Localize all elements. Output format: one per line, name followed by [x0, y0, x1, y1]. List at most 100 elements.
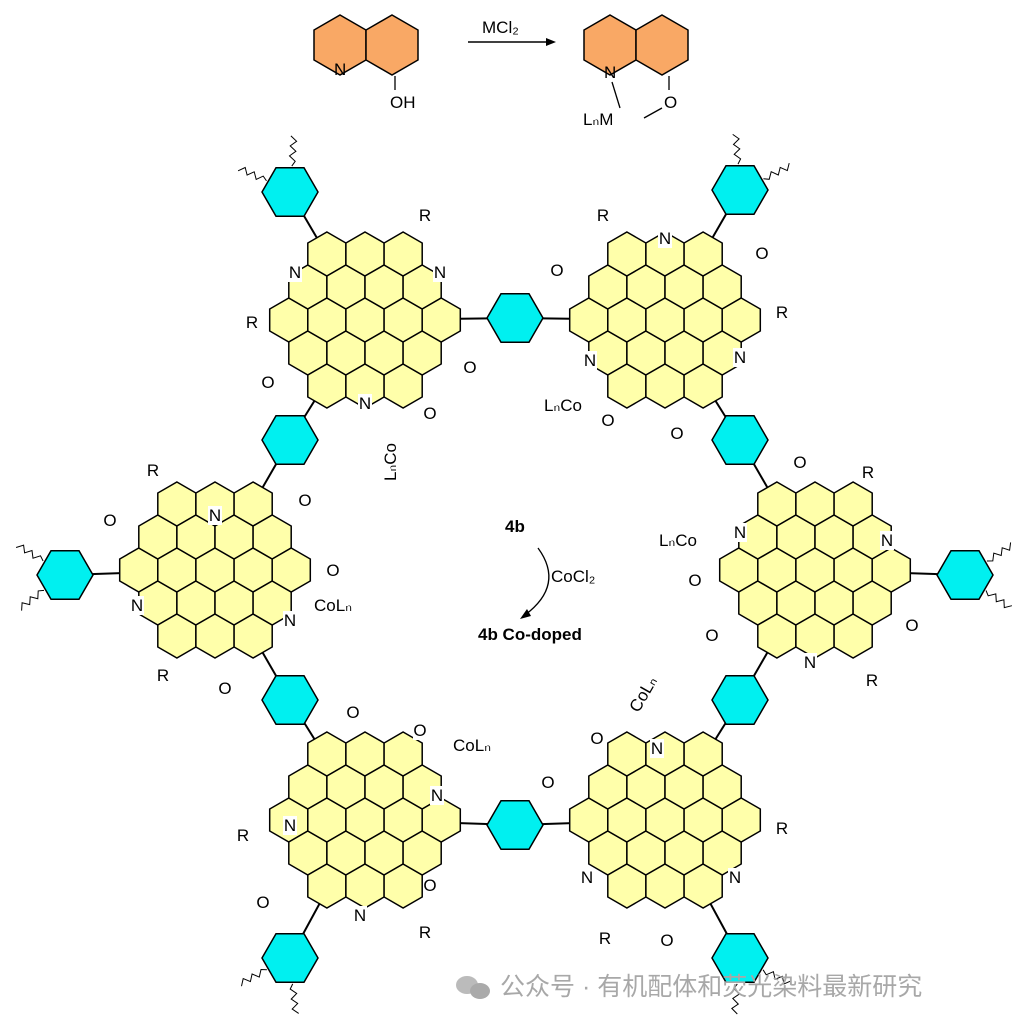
atom-label-nitrogen: N: [659, 229, 671, 248]
reagent-label: MCl₂: [482, 18, 519, 37]
arrow-head-icon: [546, 38, 556, 46]
quinoline-ring: [635, 14, 689, 76]
atom-label-oxygen: O: [218, 679, 231, 698]
watermark-text: 公众号 · 有机配体和荧光染料最新研究: [500, 973, 922, 1001]
atom-label-nitrogen: N: [434, 263, 446, 282]
product-metal: LₙM: [583, 110, 613, 129]
benzene-linker: [261, 167, 319, 217]
wavy-bond: [763, 162, 790, 180]
product-oxygen: O: [664, 93, 677, 112]
atom-label-nitrogen: N: [359, 394, 371, 413]
atom-label-oxygen: O: [793, 453, 806, 472]
atom-label-cobalt-right: CoLₙ: [453, 736, 491, 755]
atom-label-cobalt-left: LₙCo: [544, 396, 582, 415]
atom-label-nitrogen: N: [881, 531, 893, 550]
atom-label-substituent: R: [776, 819, 788, 838]
atom-label-substituent: R: [419, 206, 431, 225]
atom-label-oxygen: O: [261, 373, 274, 392]
center-transformation: 4b CoCl₂ 4b Co-doped: [478, 517, 595, 644]
atom-label-oxygen: O: [298, 491, 311, 510]
atom-label-nitrogen: N: [131, 596, 143, 615]
atom-label-substituent: R: [866, 671, 878, 690]
atom-label-oxygen: O: [755, 244, 768, 263]
wavy-bond: [288, 135, 298, 167]
atom-label-oxygen: O: [660, 931, 673, 950]
atom-label-oxygen: O: [905, 616, 918, 635]
atom-label-nitrogen: N: [284, 611, 296, 630]
core-ring: [271, 547, 312, 593]
wavy-bond: [15, 544, 44, 562]
core-ring: [721, 297, 762, 343]
benzene-linker: [261, 933, 319, 983]
atom-label-oxygen: O: [550, 261, 563, 280]
atom-label-oxygen: O: [541, 773, 554, 792]
reactant-hydroxyl: OH: [390, 93, 416, 112]
atom-label-nitrogen: N: [584, 351, 596, 370]
wavy-bond: [985, 590, 1013, 609]
atom-label-oxygen: O: [463, 358, 476, 377]
reaction-scheme: MCl₂ N OH N O LₙM: [334, 18, 677, 129]
wavy-bond: [762, 969, 792, 985]
wavy-bond: [731, 983, 741, 1015]
atom-label-substituent: R: [862, 463, 874, 482]
atom-label-oxygen: O: [256, 893, 269, 912]
wechat-icon: [456, 976, 490, 999]
benzene-linker: [261, 675, 319, 725]
atom-label-nitrogen: N: [734, 523, 746, 542]
atom-label-nitrogen: N: [651, 739, 663, 758]
product-label: 4b Co-doped: [478, 625, 582, 644]
atom-label-substituent: R: [246, 313, 258, 332]
atom-label-oxygen: O: [423, 404, 436, 423]
wavy-bond: [237, 166, 267, 182]
atom-label-substituent: R: [157, 666, 169, 685]
benzene-linker: [486, 293, 544, 343]
benzene-linker: [711, 415, 769, 465]
reactant-nitrogen: N: [334, 60, 346, 79]
atom-label-nitrogen: N: [284, 816, 296, 835]
benzene-linker: [711, 933, 769, 983]
compound-label: 4b: [505, 517, 525, 536]
benzene-linker: [36, 550, 94, 600]
wavy-bond: [21, 589, 45, 611]
atom-label-substituent: R: [597, 206, 609, 225]
wavy-bond: [289, 983, 299, 1014]
atom-label-oxygen: O: [601, 411, 614, 430]
quinoline-ring: [365, 14, 419, 76]
atom-label-nitrogen: N: [729, 868, 741, 887]
benzene-linker: [711, 165, 769, 215]
atom-label-nitrogen: N: [209, 506, 221, 525]
wavy-bond: [986, 542, 1012, 562]
atom-label-oxygen: O: [423, 876, 436, 895]
atom-label-oxygen: O: [705, 626, 718, 645]
atom-label-oxygen: O: [346, 703, 359, 722]
atom-label-substituent: R: [147, 461, 159, 480]
center-reagent: CoCl₂: [551, 567, 595, 586]
wavy-bond: [732, 133, 742, 165]
atom-label-nitrogen: N: [289, 263, 301, 282]
core-ring: [721, 797, 762, 843]
atom-label-oxygen: O: [413, 721, 426, 740]
atom-label-cobalt-right: CoLₙ: [314, 596, 352, 615]
atom-label-cobalt-left: LₙCo: [381, 443, 400, 481]
product-nitrogen: N: [604, 63, 616, 82]
atom-label-cobalt-left: LₙCo: [659, 531, 697, 550]
atom-label-oxygen: O: [103, 511, 116, 530]
core-ring: [421, 297, 462, 343]
atom-label-substituent: R: [599, 929, 611, 948]
atom-label-cobalt-right: CoLₙ: [626, 673, 661, 715]
atom-label-oxygen: O: [670, 424, 683, 443]
watermark: 公众号 · 有机配体和荧光染料最新研究: [456, 973, 922, 1001]
arrow-head-icon: [520, 609, 531, 619]
atom-label-substituent: R: [419, 923, 431, 942]
atom-label-nitrogen: N: [354, 906, 366, 925]
atom-label-substituent: R: [776, 303, 788, 322]
atom-label-substituent: R: [237, 826, 249, 845]
atom-label-nitrogen: N: [581, 868, 593, 887]
atom-label-oxygen: O: [326, 561, 339, 580]
atom-label-nitrogen: N: [431, 786, 443, 805]
atom-label-oxygen: O: [590, 729, 603, 748]
benzene-linker: [711, 675, 769, 725]
